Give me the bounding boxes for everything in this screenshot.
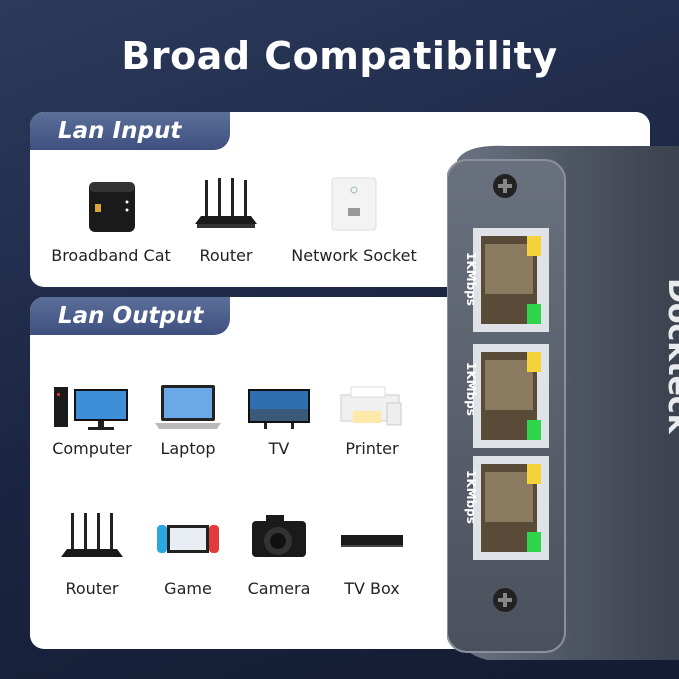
rj45-port-2[interactable] <box>473 344 549 448</box>
lan-output-tag: Lan Output <box>30 297 230 335</box>
page-title: Broad Compatibility <box>121 34 558 78</box>
item-label: Game <box>164 579 212 598</box>
item-label: Laptop <box>160 439 216 458</box>
tv-box-item: TV Box <box>302 511 442 598</box>
port-speed-label: 1KMbps <box>464 470 478 524</box>
printer-icon <box>340 386 402 426</box>
game-console-icon <box>157 525 219 553</box>
item-label: TV Box <box>344 579 400 598</box>
router-input-item: Router <box>156 174 296 265</box>
laptop-icon <box>155 385 221 429</box>
lan-input-tag: Lan Input <box>30 112 230 150</box>
tv-icon <box>248 389 310 429</box>
network-socket-item: Network Socket <box>274 174 434 265</box>
port-speed-label: 1KMbps <box>464 362 478 416</box>
camera-item: Camera <box>209 511 349 598</box>
router-icon <box>195 178 257 228</box>
ethernet-splitter-device: 1KMbps 1KMbps 1KMbps Dockteck <box>447 145 679 660</box>
camera-icon <box>252 515 306 557</box>
modem-icon <box>89 182 135 232</box>
item-label: Network Socket <box>291 246 417 265</box>
rj45-port-1[interactable] <box>473 228 549 332</box>
item-label: Router <box>65 579 119 598</box>
router-icon <box>61 513 123 557</box>
item-label: Printer <box>345 439 399 458</box>
screw-top-icon <box>493 174 517 198</box>
laptop-item: Laptop <box>118 383 258 458</box>
broadband-cat-item: Broadband Cat <box>41 174 181 265</box>
brand-logo: Dockteck <box>661 278 679 435</box>
tv-item: TV <box>209 383 349 458</box>
item-label: Router <box>199 246 253 265</box>
tv-box-icon <box>341 535 403 547</box>
computer-icon <box>54 387 128 430</box>
rj45-port-3[interactable] <box>473 456 549 560</box>
item-label: Camera <box>247 579 311 598</box>
wall-socket-icon <box>331 177 377 231</box>
printer-item: Printer <box>302 383 442 458</box>
computer-item: Computer <box>30 383 162 458</box>
game-item: Game <box>118 511 258 598</box>
item-label: TV <box>268 439 290 458</box>
screw-bottom-icon <box>493 588 517 612</box>
port-speed-label: 1KMbps <box>464 252 478 306</box>
item-label: Broadband Cat <box>51 246 171 265</box>
item-label: Computer <box>52 439 132 458</box>
router-output-item: Router <box>30 511 162 598</box>
